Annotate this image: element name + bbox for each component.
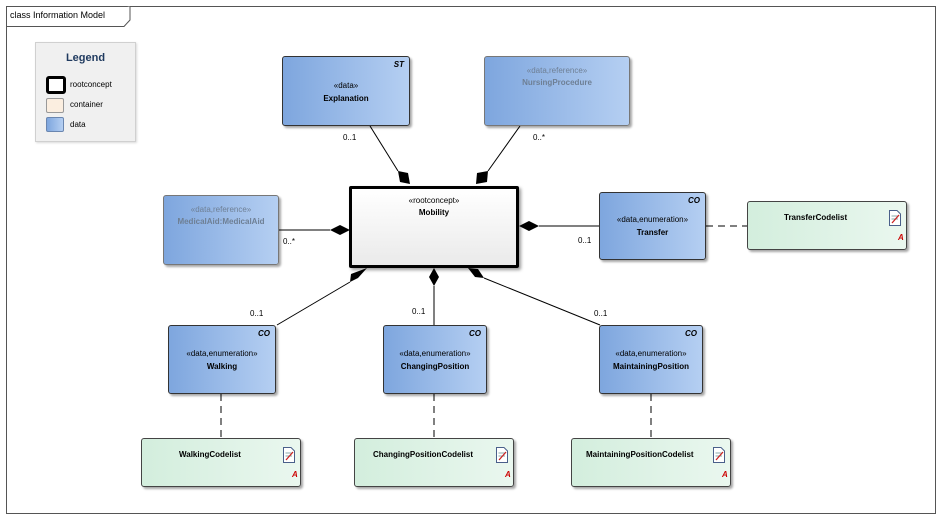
badge-transfercodelist: A: [898, 233, 904, 242]
document-icon: [496, 447, 508, 463]
legend-label-rootconcept: rootconcept: [70, 80, 112, 89]
name-maintainingposition: MaintainingPosition: [613, 362, 689, 371]
document-icon: [283, 447, 295, 463]
name-mobility: Mobility: [418, 208, 450, 217]
badge-maintainingpositioncodelist: A: [722, 470, 728, 479]
name-changingposition: ChangingPosition: [400, 362, 470, 371]
codelist-maintainingposition[interactable]: MaintainingPositionCodelist A: [571, 438, 731, 487]
legend-swatch-data: [46, 117, 64, 132]
class-mobility[interactable]: «rootconcept» Mobility: [349, 186, 519, 268]
stereotype-transfer: «data,enumeration»: [616, 215, 689, 224]
legend-title: Legend: [65, 52, 106, 64]
diamond-walking: [350, 268, 367, 282]
class-medicalaid[interactable]: «data,reference» MedicalAid:MedicalAid: [163, 195, 279, 265]
stereotype-changingposition: «data,enumeration»: [399, 349, 471, 358]
legend-swatch-container: [46, 98, 64, 113]
codelist-transfer[interactable]: TransferCodelist A: [747, 201, 907, 250]
diamond-explanation: [398, 171, 410, 184]
multiplicity-maintaining: 0..1: [594, 309, 608, 318]
diamond-maintaining: [468, 268, 484, 278]
name-walkingcodelist: WalkingCodelist: [179, 450, 241, 459]
name-nursingprocedure: NursingProcedure: [522, 78, 592, 87]
legend-label-data: data: [70, 120, 86, 129]
badge-changingpositioncodelist: A: [505, 470, 511, 479]
name-maintainingpositioncodelist: MaintainingPositionCodelist: [586, 450, 694, 459]
stereotype-explanation: «data»: [333, 81, 359, 90]
tag-transfer: CO: [688, 196, 700, 205]
class-transfer[interactable]: CO «data,enumeration» Transfer: [599, 192, 706, 260]
multiplicity-nursing: 0..*: [533, 133, 546, 142]
name-changingpositioncodelist: ChangingPositionCodelist: [373, 450, 473, 459]
class-walking[interactable]: CO «data,enumeration» Walking: [168, 325, 276, 394]
codelist-walking[interactable]: WalkingCodelist A: [141, 438, 301, 487]
multiplicity-explanation: 0..1: [343, 133, 357, 142]
class-nursingprocedure[interactable]: «data,reference» NursingProcedure: [484, 56, 630, 126]
multiplicity-changing: 0..1: [412, 307, 426, 316]
class-maintainingposition[interactable]: CO «data,enumeration» MaintainingPositio…: [599, 325, 703, 394]
codelist-changingposition[interactable]: ChangingPositionCodelist A: [354, 438, 514, 487]
document-icon: [889, 210, 901, 226]
class-changingposition[interactable]: CO «data,enumeration» ChangingPosition: [383, 325, 487, 394]
name-explanation: Explanation: [323, 94, 369, 103]
diamond-medicalaid: [330, 225, 350, 235]
assoc-explanation: [369, 125, 399, 172]
document-icon: [713, 447, 725, 463]
assoc-maintaining: [483, 277, 601, 326]
assoc-nursing: [487, 125, 521, 172]
class-explanation[interactable]: ST «data» Explanation: [282, 56, 410, 126]
legend: Legend rootconcept container data: [35, 42, 136, 142]
name-medicalaid: MedicalAid:MedicalAid: [177, 217, 265, 226]
stereotype-maintainingposition: «data,enumeration»: [615, 349, 687, 358]
tag-walking: CO: [258, 329, 270, 338]
stereotype-mobility: «rootconcept»: [408, 196, 460, 205]
badge-walkingcodelist: A: [292, 470, 298, 479]
tag-explanation: ST: [393, 60, 404, 69]
stereotype-nursingprocedure: «data,reference»: [526, 66, 588, 75]
stereotype-walking: «data,enumeration»: [186, 349, 258, 358]
multiplicity-transfer: 0..1: [578, 236, 592, 245]
diamond-transfer: [519, 221, 539, 231]
diamond-changing: [429, 268, 439, 286]
tag-changingposition: CO: [469, 329, 481, 338]
assoc-walking: [276, 281, 351, 326]
name-transfer: Transfer: [636, 228, 669, 237]
stereotype-medicalaid: «data,reference»: [190, 205, 252, 214]
multiplicity-walking: 0..1: [250, 309, 264, 318]
multiplicity-medicalaid: 0..*: [283, 237, 296, 246]
name-walking: Walking: [206, 362, 238, 371]
name-transfercodelist: TransferCodelist: [784, 213, 848, 222]
legend-label-container: container: [70, 100, 103, 109]
frame-title: class Information Model: [10, 10, 106, 20]
tag-maintainingposition: CO: [685, 329, 697, 338]
legend-swatch-rootconcept: [46, 76, 66, 94]
diamond-nursing: [476, 171, 488, 184]
